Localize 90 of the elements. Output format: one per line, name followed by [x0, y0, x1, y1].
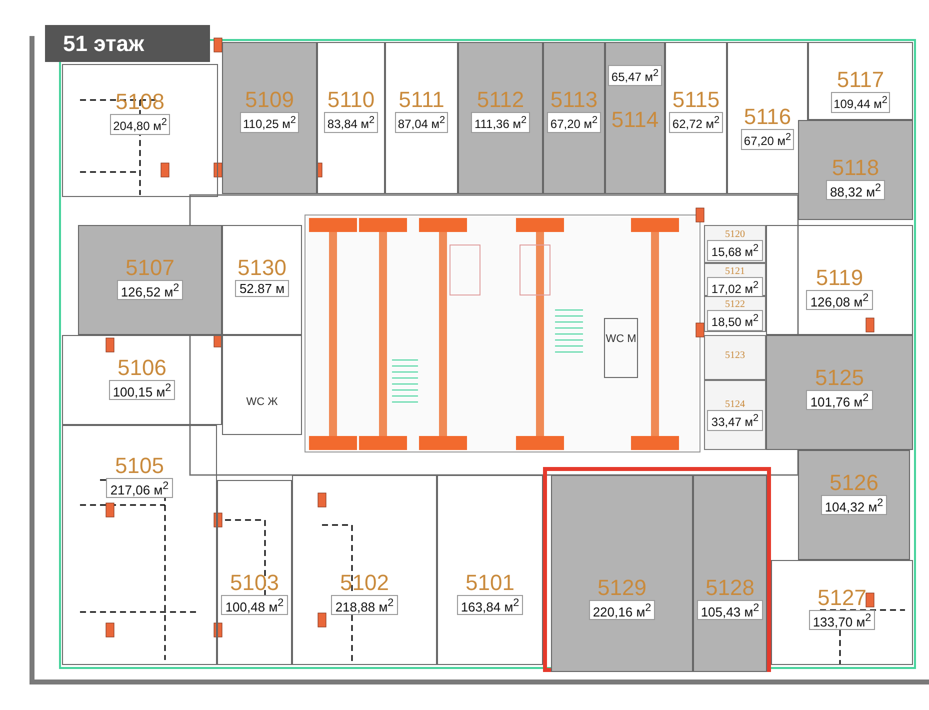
office-room: [62, 425, 217, 665]
room-number: 5124: [725, 399, 745, 410]
room-number: 5130: [238, 256, 286, 280]
area-label: 109,44 м$^{2}$: [830, 92, 890, 113]
office-room: [704, 335, 766, 380]
office-room: [704, 225, 766, 263]
area-label: 18,50 м$^{2}$: [707, 310, 763, 331]
office-room: [798, 450, 910, 560]
restroom: [604, 318, 638, 378]
room-number: 5121: [725, 266, 745, 277]
room-number: 5118: [832, 156, 880, 180]
room-number: 5105: [115, 454, 164, 478]
room-number: 5129: [598, 576, 646, 600]
office-room: [437, 475, 543, 665]
room-number: 5111: [398, 88, 444, 112]
area-label: 83,84 м$^{2}$: [324, 112, 378, 133]
area-label: 100,15 м$^{2}$: [108, 380, 176, 400]
office-room: [704, 263, 766, 296]
area-label: 111,36 м$^{2}$: [471, 112, 530, 133]
office-room: [543, 42, 605, 194]
office-room: [62, 335, 222, 425]
room-label: WC М: [606, 333, 636, 346]
office-room: [704, 380, 766, 450]
area-label: 87,04 м$^{2}$: [394, 112, 448, 133]
area-label: 62,72 м$^{2}$: [669, 112, 723, 133]
room-number: 5108: [116, 90, 164, 114]
room-number: 5116: [744, 105, 792, 129]
room-number: 5109: [245, 88, 294, 112]
area-label: 52.87 м: [235, 280, 289, 297]
office-room: [385, 42, 458, 194]
area-label: 88,32 м$^{2}$: [826, 180, 886, 200]
office-room: [771, 560, 913, 665]
room-number: 5103: [230, 571, 279, 595]
office-room: [766, 335, 913, 450]
area-label: 101,76 м$^{2}$: [806, 390, 873, 410]
room-number: 5110: [327, 88, 375, 112]
room-number: 5101: [466, 571, 514, 595]
area-label: 126,08 м$^{2}$: [806, 290, 873, 310]
area-label: 204,80 м$^{2}$: [110, 114, 170, 135]
office-room: [704, 296, 766, 332]
area-label: 67,20 м$^{2}$: [740, 129, 794, 150]
room-number: 5122: [725, 299, 745, 310]
area-label: 104,32 м$^{2}$: [820, 495, 888, 516]
room-number: 5117: [836, 68, 884, 92]
floor-title: 51 этаж: [45, 25, 210, 62]
office-room: [222, 225, 302, 335]
area-label: 217,06 м$^{2}$: [106, 478, 173, 498]
area-label: 100,48 м$^{2}$: [221, 595, 288, 616]
room-number: 5113: [550, 88, 598, 112]
area-label: 163,84 м$^{2}$: [456, 595, 524, 616]
room-number: 5126: [830, 471, 878, 495]
room-number: 5106: [118, 356, 166, 380]
area-label: 65,47 м$^{2}$: [608, 65, 662, 86]
office-room: [665, 42, 727, 194]
area-label: 220,16 м$^{2}$: [588, 600, 656, 620]
office-room: [317, 42, 385, 194]
office-room: [217, 480, 292, 665]
area-label: 15,68 м$^{2}$: [707, 240, 763, 261]
office-room: [798, 120, 913, 220]
room-label: WC Ж: [246, 396, 278, 409]
room-number: 5112: [476, 88, 524, 112]
office-room: [458, 42, 543, 194]
area-label: 126,52 м$^{2}$: [116, 280, 184, 300]
room-number: 5115: [672, 88, 720, 112]
highlight-frame: [543, 467, 771, 672]
area-label: 67,20 м$^{2}$: [547, 112, 601, 133]
room-number: 5125: [815, 366, 864, 390]
room-number: 5120: [725, 229, 745, 240]
area-label: 110,25 м$^{2}$: [240, 112, 299, 133]
room-number: 5128: [706, 576, 754, 600]
area-label: 105,43 м$^{2}$: [696, 600, 764, 620]
room-number: 5119: [816, 266, 864, 290]
office-room: [78, 225, 222, 335]
office-room: [292, 475, 437, 665]
area-label: 133,70 м$^{2}$: [808, 610, 876, 630]
room-number: 5107: [126, 256, 174, 280]
area-label: 218,88 м$^{2}$: [331, 595, 398, 616]
room-number: 5102: [340, 571, 389, 595]
office-room: [222, 42, 317, 194]
area-label: 33,47 м$^{2}$: [707, 410, 763, 431]
restroom: [222, 335, 302, 435]
office-room: [693, 475, 767, 672]
room-number: 5114: [611, 108, 659, 132]
area-label: 17,02 м$^{2}$: [707, 277, 763, 298]
office-room: [808, 42, 913, 120]
office-room: [62, 64, 218, 197]
office-room: [551, 475, 693, 672]
office-room: [605, 42, 665, 194]
room-number: 5127: [818, 586, 866, 610]
room-number: 5123: [725, 350, 745, 361]
